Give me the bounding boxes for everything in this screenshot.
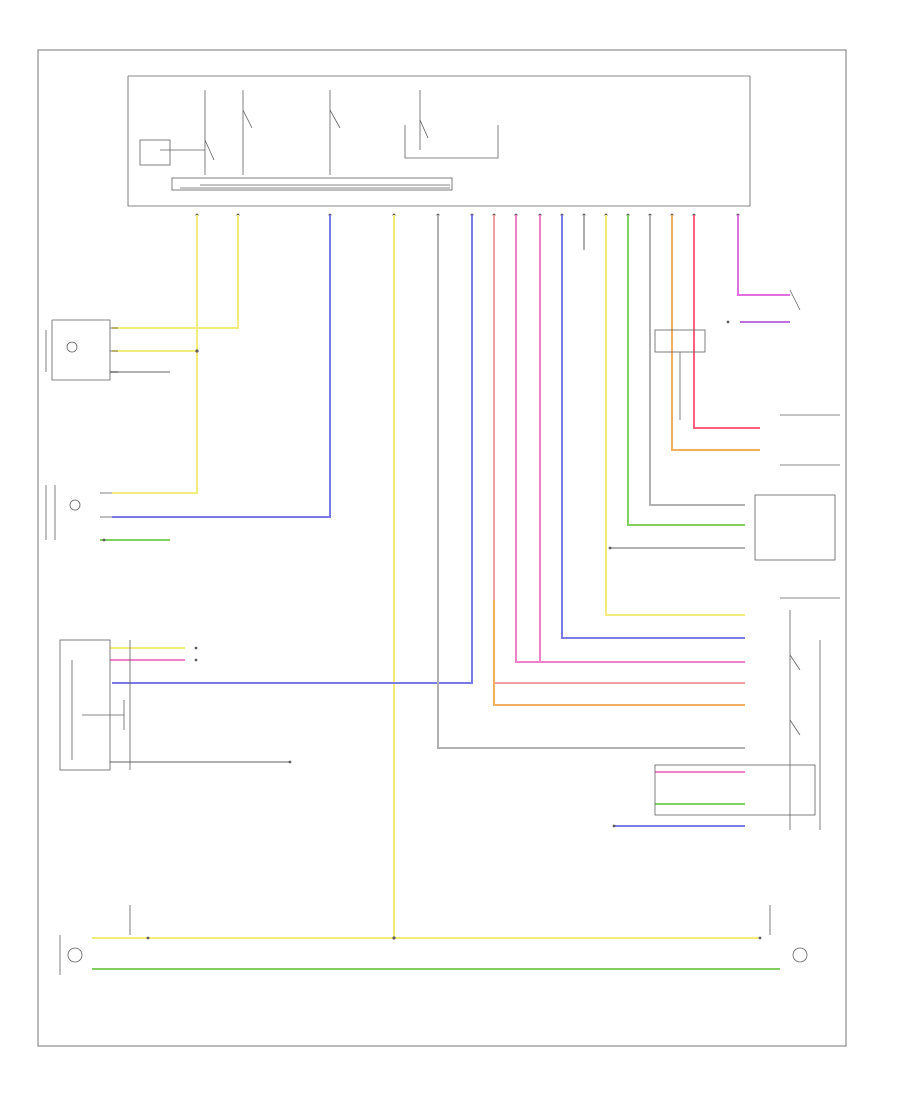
wire-blue-1: [112, 215, 331, 518]
splice-points: [102, 320, 762, 940]
wire-red-1: [693, 215, 760, 429]
wire-blue-3: [561, 215, 745, 639]
right-headlamp: [45, 485, 112, 540]
rear-lamps: [59, 905, 808, 975]
wire-yellow-1: [112, 215, 239, 329]
wire-blue-2: [112, 215, 473, 684]
auto-lamp-sensor: [59, 639, 131, 771]
wire-orange-3: [671, 215, 760, 451]
wire-gray-1: [649, 215, 745, 506]
control-module: [127, 75, 751, 207]
wire-yellow-2: [112, 215, 198, 494]
diagram-frame: [37, 49, 847, 1047]
wire-green-1: [627, 215, 745, 526]
wire-yellow-5: [605, 215, 745, 616]
module-connector-pins: [195, 213, 740, 217]
right-side-components: [654, 289, 840, 830]
wire-gray-2: [437, 215, 745, 749]
left-headlamp: [45, 319, 118, 381]
wire-orange-2: [493, 600, 745, 706]
wire-pink-1: [515, 215, 745, 663]
wires: [92, 215, 790, 970]
wire-magenta-1: [737, 215, 790, 296]
